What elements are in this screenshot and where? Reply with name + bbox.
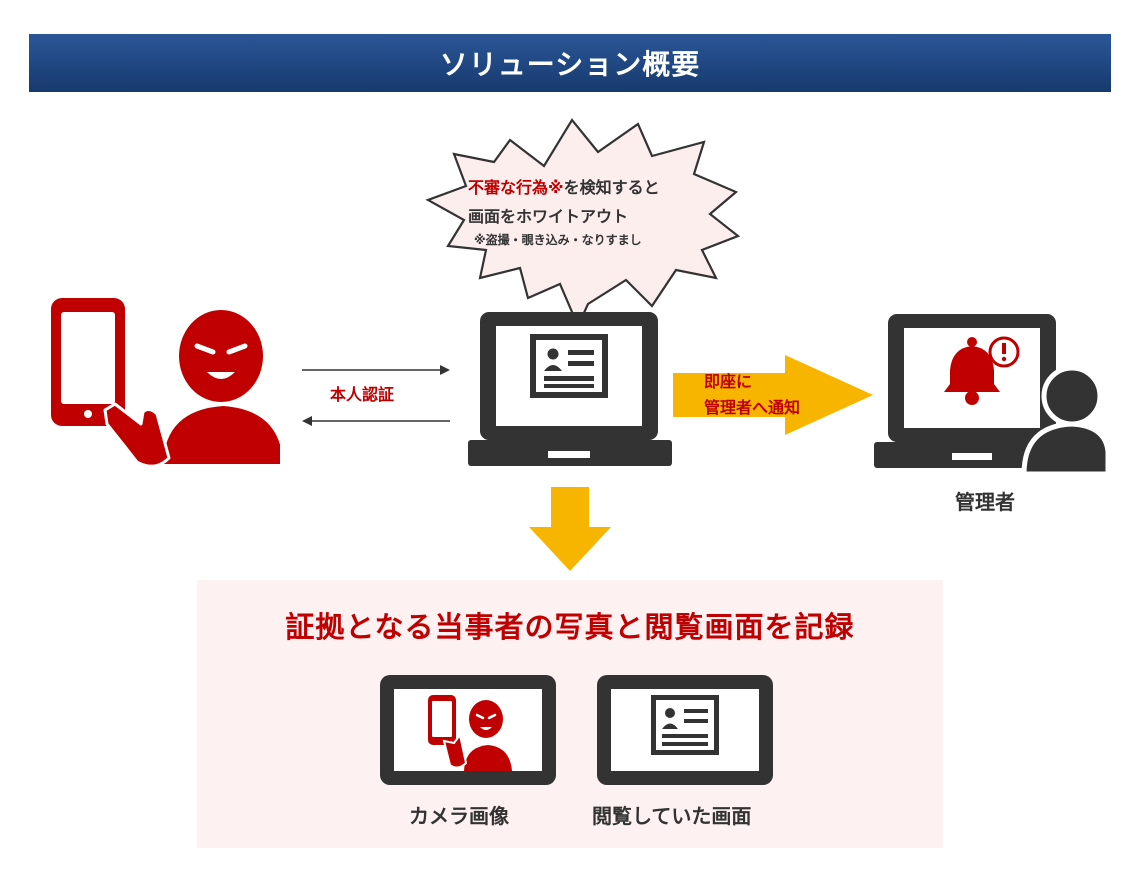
notify-arrow <box>673 355 873 435</box>
auth-label: 本人認証 <box>330 385 395 404</box>
viewed-screen-icon <box>597 675 773 785</box>
suspicious-act-label: 不審な行為※ <box>468 178 564 197</box>
bubble-line-1-rest: を検知すると <box>563 178 660 197</box>
laptop-icon <box>468 312 672 466</box>
bubble-line-1: 不審な行為※を検知すると <box>468 174 660 198</box>
evidence-panel <box>197 580 943 848</box>
record-arrow <box>529 487 611 571</box>
camera-image-icon <box>380 675 556 785</box>
page-title: ソリューション概要 <box>439 48 701 81</box>
camera-image-label: カメラ画像 <box>409 804 509 828</box>
bubble-note: ※盗撮・覗き込み・なりすまし <box>474 233 642 247</box>
notify-label-line-2: 管理者へ通知 <box>704 398 801 417</box>
alert-bubble <box>425 118 741 328</box>
bubble-line-2: 画面をホワイトアウト <box>468 207 629 226</box>
header-bar: ソリューション概要 <box>29 34 1111 92</box>
notify-label: 即座に 管理者へ通知 <box>704 369 800 421</box>
admin-laptop-icon <box>874 314 1108 474</box>
evidence-title: 証拠となる当事者の写真と閲覧画面を記録 <box>285 610 855 644</box>
auth-arrows <box>302 365 450 426</box>
suspicious-person-icon <box>51 298 280 467</box>
viewed-screen-label: 閲覧していた画面 <box>592 804 752 828</box>
admin-label: 管理者 <box>955 490 1015 514</box>
notify-label-line-1: 即座に <box>704 372 753 391</box>
